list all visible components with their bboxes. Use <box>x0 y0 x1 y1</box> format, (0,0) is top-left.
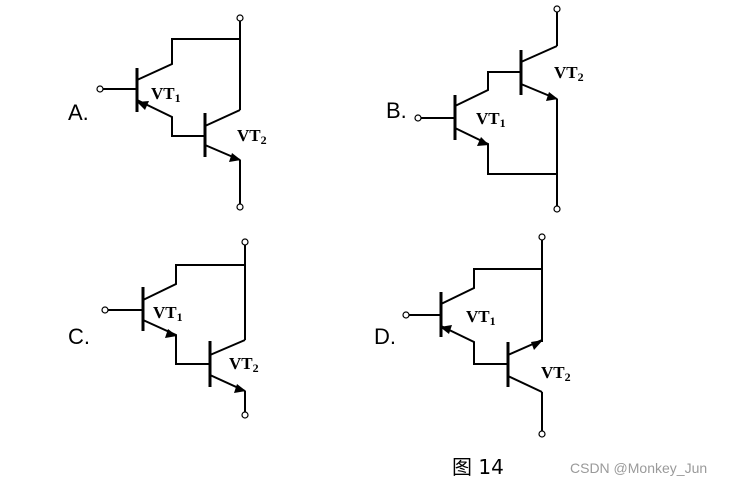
vt1-label-a: VT1 <box>151 84 181 105</box>
option-label-b: B. <box>386 98 407 123</box>
figure-caption: 图 14 <box>452 455 504 479</box>
bottom-terminal-c <box>241 411 249 419</box>
top-terminal-a <box>236 14 244 22</box>
circuit-option-a: A. VT1 VT2 <box>68 14 267 211</box>
top-terminal-d <box>538 233 546 241</box>
vt1-emitter-arrow-c <box>165 329 177 338</box>
vt2-emitter-arrow-b <box>546 92 558 101</box>
vt2-emitter-arrow-a <box>229 153 241 162</box>
vt2-label-d: VT2 <box>541 363 571 384</box>
input-terminal-b <box>414 114 422 122</box>
circuit-option-b: B. VT1 VT2 <box>386 5 584 213</box>
vt2-emitter-arrow-d <box>531 340 543 350</box>
option-label-a: A. <box>68 100 89 125</box>
bottom-terminal-d <box>538 430 546 438</box>
watermark: CSDN @Monkey_Jun <box>570 460 707 476</box>
bottom-terminal-a <box>236 203 244 211</box>
option-label-d: D. <box>374 324 396 349</box>
vt1-emitter-arrow-b <box>477 137 489 146</box>
vt2-label-a: VT2 <box>237 126 267 147</box>
top-terminal-c <box>241 238 249 246</box>
option-label-c: C. <box>68 324 90 349</box>
bottom-terminal-b <box>553 205 561 213</box>
vt1-label-b: VT1 <box>476 109 506 130</box>
top-terminal-b <box>553 5 561 13</box>
vt2-label-b: VT2 <box>554 63 584 84</box>
input-terminal-d <box>402 311 410 319</box>
vt1-emitter-arrow-a <box>137 101 149 110</box>
vt1-label-c: VT1 <box>153 303 183 324</box>
vt2-label-c: VT2 <box>229 354 259 375</box>
circuit-option-c: C. VT1 VT2 <box>68 238 259 419</box>
vt2-emitter-arrow-c <box>234 384 246 393</box>
vt1-emitter-arrow-d <box>440 325 452 334</box>
input-terminal-a <box>96 85 104 93</box>
vt1-label-d: VT1 <box>466 307 496 328</box>
input-terminal-c <box>101 306 109 314</box>
circuit-option-d: D. VT1 VT2 <box>374 233 571 438</box>
